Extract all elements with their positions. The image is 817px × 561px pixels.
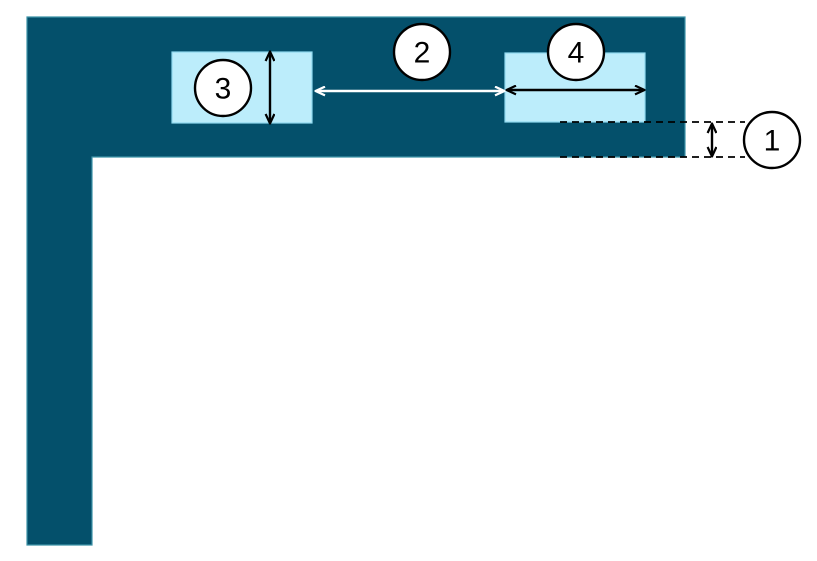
callout-2-circle xyxy=(392,22,452,82)
callout-4[interactable]: 4 xyxy=(546,22,606,82)
callout-3-label: 3 xyxy=(215,73,232,106)
l-shaped-wall xyxy=(26,16,686,546)
callout-3[interactable]: 3 xyxy=(193,58,253,118)
callout-1-circle xyxy=(742,110,802,170)
callout-3-circle xyxy=(193,58,253,118)
callout-1[interactable]: 1 xyxy=(742,110,802,170)
callout-1-label: 1 xyxy=(764,125,781,158)
callout-2-label: 2 xyxy=(414,37,431,70)
callout-4-circle xyxy=(546,22,606,82)
callout-2[interactable]: 2 xyxy=(392,22,452,82)
callout-4-label: 4 xyxy=(568,37,585,70)
